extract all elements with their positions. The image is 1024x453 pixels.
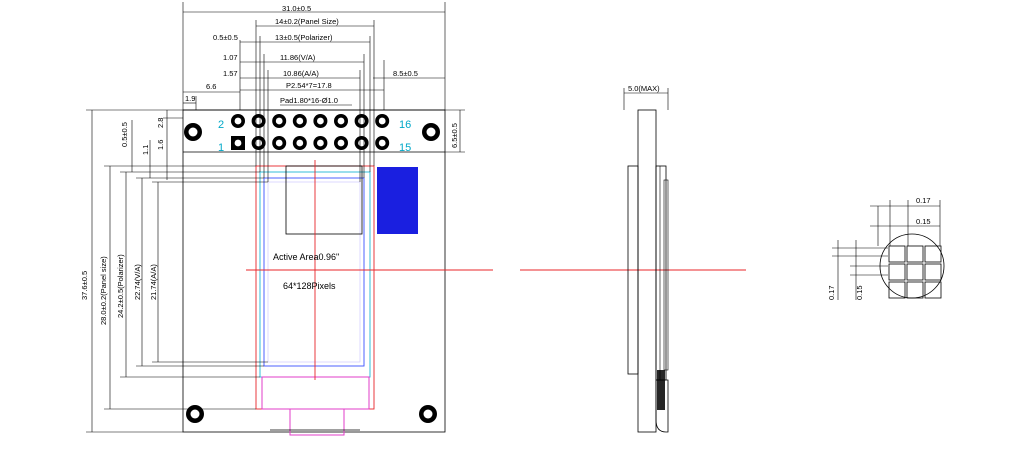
dim-polarizer-height: 24.2±0.5(Polarizer) bbox=[116, 254, 125, 318]
header-pins bbox=[231, 114, 390, 150]
dim-aa-width: 10.86(A/A) bbox=[283, 69, 319, 78]
pixel-cell bbox=[888, 281, 906, 299]
fpc-tail bbox=[261, 376, 370, 410]
header-pad-hole bbox=[234, 117, 242, 125]
view-area-outline bbox=[267, 181, 361, 363]
pixel-detail-circle bbox=[879, 233, 945, 299]
header-pad-hole bbox=[317, 139, 324, 147]
pixel-cell bbox=[888, 263, 906, 281]
module-outline bbox=[182, 109, 446, 433]
side-fpc bbox=[655, 379, 669, 433]
left-dimensions bbox=[86, 109, 268, 433]
dim-19: 1.9 bbox=[185, 94, 195, 103]
dim-66: 6.6 bbox=[206, 82, 216, 91]
active-area-outline bbox=[263, 177, 365, 367]
header-pad-hole bbox=[317, 117, 324, 125]
active-area-label: Active Area0.96" bbox=[273, 252, 339, 262]
dim-polarizer-width: 13±0.5(Polarizer) bbox=[275, 33, 333, 42]
side-glass bbox=[655, 165, 667, 381]
dim-va-height: 22.74(V/A) bbox=[133, 264, 142, 300]
header-pad-hole bbox=[378, 139, 386, 147]
pixel-cell bbox=[888, 245, 906, 263]
ic-block bbox=[377, 167, 418, 234]
dim-va-width: 11.86(V/A) bbox=[280, 53, 316, 62]
header-pad-hole bbox=[337, 117, 345, 125]
dim-panel-height: 28.0±0.2(Panel size) bbox=[99, 256, 108, 325]
pixel-cell bbox=[924, 281, 942, 299]
mounting-holes bbox=[184, 123, 440, 423]
dim-left-107: 1.07 bbox=[223, 53, 238, 62]
pixel-cell bbox=[924, 263, 942, 281]
header-pad-hole bbox=[275, 117, 283, 125]
side-pcb bbox=[637, 109, 657, 433]
pin-label-16: 16 bbox=[399, 119, 411, 131]
dim-overall-width: 31.0±0.5 bbox=[282, 4, 311, 13]
pixel-cell bbox=[906, 263, 924, 281]
pin-label-2: 2 bbox=[218, 119, 224, 131]
front-view: 2 1 16 15 Active Area0.96" 64*128Pixels bbox=[80, 2, 493, 436]
dim-left-05: 0.5±0.5 bbox=[213, 33, 238, 42]
fpc-window bbox=[285, 165, 363, 235]
dim-left-157: 1.57 bbox=[223, 69, 238, 78]
dim-015-side: 0.15 bbox=[855, 285, 864, 300]
dim-11: 1.1 bbox=[141, 145, 150, 155]
dim-015-top: 0.15 bbox=[916, 217, 931, 226]
pixels-label: 64*128Pixels bbox=[283, 281, 336, 291]
header-pad-hole bbox=[337, 139, 345, 147]
fpc-connector bbox=[289, 408, 345, 436]
header-pad-hole bbox=[275, 139, 283, 147]
dim-top-05: 0.5±0.5 bbox=[120, 122, 129, 147]
pixel-cell bbox=[924, 245, 942, 263]
header-pad-hole bbox=[378, 117, 386, 125]
dim-16: 1.6 bbox=[156, 140, 165, 150]
side-header bbox=[627, 165, 639, 375]
header-pad-hole bbox=[296, 139, 304, 147]
dim-65: 6.5±0.5 bbox=[450, 123, 459, 148]
pixel-detail: 0.17 0.15 0.17 0.15 bbox=[827, 196, 945, 300]
dim-height-overall: 37.6±0.5 bbox=[80, 271, 89, 300]
dim-pitch: P2.54*7=17.8 bbox=[286, 81, 332, 90]
dim-017-side: 0.17 bbox=[827, 285, 836, 300]
dim-panel-size: 14±0.2(Panel Size) bbox=[275, 17, 339, 26]
side-view: 5.0(MAX) bbox=[520, 84, 746, 433]
dim-pad: Pad1.80*16-Ø1.0 bbox=[280, 96, 338, 105]
dim-28: 2.8 bbox=[156, 118, 165, 128]
pin-label-1: 1 bbox=[218, 142, 224, 154]
dim-thickness: 5.0(MAX) bbox=[628, 84, 660, 93]
header-pad-hole bbox=[234, 139, 242, 147]
pixel-cell bbox=[906, 281, 924, 299]
pin-label-15: 15 bbox=[399, 142, 411, 154]
pixel-grid bbox=[888, 245, 942, 299]
dim-017-top: 0.17 bbox=[916, 196, 931, 205]
dim-right-85: 8.5±0.5 bbox=[393, 69, 418, 78]
header-pad-hole bbox=[296, 117, 304, 125]
pixel-cell bbox=[906, 245, 924, 263]
dim-aa-height: 21.74(A/A) bbox=[149, 264, 158, 300]
top-dimensions bbox=[182, 2, 446, 182]
